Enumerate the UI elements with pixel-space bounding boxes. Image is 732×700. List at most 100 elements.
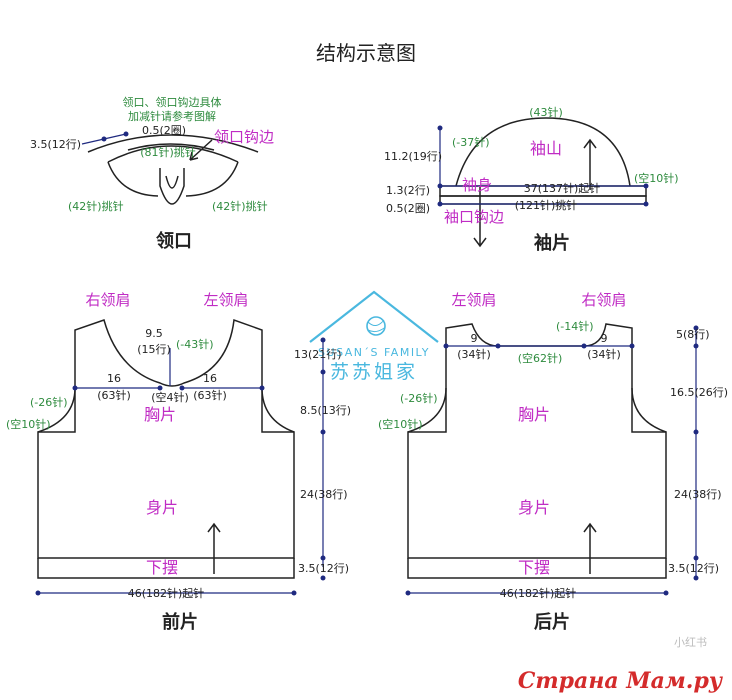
- front-hem-band: [37, 558, 295, 579]
- dim-dot: [320, 555, 326, 561]
- sleeve-diagram: (43针) (-37针) 11.2(19行) 袖山 1.3(2行) 袖身 37(…: [384, 105, 679, 254]
- dim-dot: [405, 590, 411, 596]
- sleeve-body-label: 袖身: [462, 176, 492, 194]
- middle-body-rows: 24(38行): [300, 488, 348, 501]
- right-chest-rows: 16.5(26行): [670, 386, 728, 399]
- watermark-brand-en: SUSAN´S FAMILY: [318, 346, 430, 359]
- dim-dot: [693, 429, 699, 435]
- sleeve-cap-label: 袖山: [530, 139, 562, 158]
- collar-side-curves: [107, 161, 239, 197]
- dim-dot: [179, 385, 185, 391]
- collar-keyhole: [159, 168, 185, 205]
- site-watermark: Страна Мам.ру: [518, 668, 724, 694]
- collar-diagram: 领口、领口钩边具体 加减针请参考图解 3.5(12行) 0.5(2圈) 领口钩边…: [30, 95, 274, 252]
- dim-dot: [437, 183, 443, 189]
- sleeve-pickup: (121针)挑针: [515, 198, 578, 212]
- right-hem-rows: 3.5(12行): [668, 562, 719, 575]
- front-shoulder-right-sts: (63针): [193, 388, 227, 402]
- collar-caption: 领口: [156, 230, 192, 252]
- dim-dot: [101, 136, 107, 142]
- back-body-label: 身片: [518, 498, 550, 517]
- front-center-gap: (空4针): [151, 390, 189, 404]
- collar-dim-rounds: 0.5(2圈): [142, 124, 186, 137]
- front-body-label: 身片: [146, 498, 178, 517]
- back-width: 46(182针)起针: [500, 586, 577, 600]
- front-width: 46(182针)起针: [128, 586, 205, 600]
- back-caption: 后片: [534, 611, 570, 633]
- collar-inner-curve: [127, 143, 215, 151]
- sleeve-caption: 袖片: [534, 232, 570, 254]
- back-neck-side-left: 9: [471, 332, 478, 345]
- front-neck-rows: (15行): [137, 343, 171, 356]
- front-armhole-dec: (-26针): [30, 395, 68, 409]
- collar-note-2: 加减针请参考图解: [128, 109, 216, 123]
- dim-dot: [437, 201, 443, 207]
- collar-side-left: (42针)挑针: [68, 199, 124, 213]
- front-caption: 前片: [162, 611, 198, 633]
- back-neck-side-left-sts: (34针): [457, 347, 491, 361]
- front-neck-depth: 9.5: [145, 327, 163, 340]
- back-hem-band: [407, 558, 667, 579]
- dim-dot: [629, 343, 635, 349]
- back-armhole-gap: (空10针): [378, 417, 423, 431]
- back-chest-label: 胸片: [518, 405, 550, 424]
- front-left-shoulder: 左领肩: [203, 291, 248, 309]
- back-piece-diagram: 左领肩 右领肩 (-14针) 9 (34针) (空62针) 9 (34针) 胸片…: [378, 291, 669, 633]
- dim-dot: [663, 590, 669, 596]
- front-piece-diagram: 右领肩 左领肩 9.5 (15行) (-43针) 16 (63针) 16 (63…: [6, 291, 297, 633]
- sleeve-cap-top: (43针): [529, 105, 563, 119]
- sleeve-edge-rounds: 0.5(2圈): [386, 202, 430, 215]
- sleeve-gap: (空10针): [634, 171, 679, 185]
- collar-pickup-label: (81针)挑针: [140, 145, 196, 159]
- front-shoulder-right: 16: [203, 372, 217, 385]
- middle-dimensions: 13(21行) 8.5(13行) 24(38行) 3.5(12行): [294, 337, 351, 581]
- back-armhole-curves: [407, 387, 667, 433]
- dim-dot: [35, 590, 41, 596]
- back-right-shoulder: 右领肩: [581, 291, 626, 309]
- dim-dot: [259, 385, 265, 391]
- front-arrow: [207, 522, 221, 574]
- back-left-shoulder: 左领肩: [451, 291, 496, 309]
- dim-dot: [581, 343, 587, 349]
- right-neck-rows: 5(8行): [676, 328, 710, 341]
- sleeve-cap-arrow: [583, 138, 597, 190]
- dim-dot: [123, 131, 129, 137]
- dim-dot: [72, 385, 78, 391]
- sleeve-edge-label: 袖口钩边: [444, 208, 504, 226]
- middle-neck-rows: 13(21行): [294, 348, 342, 361]
- front-outline: [37, 318, 295, 559]
- dim-dot: [443, 343, 449, 349]
- dim-dot: [291, 590, 297, 596]
- dim-dot: [643, 201, 649, 207]
- dim-dot: [437, 125, 443, 131]
- back-neck-dec: (-14针): [556, 319, 594, 333]
- collar-edge-arrow: [189, 139, 213, 161]
- brand-watermark: SUSAN´S FAMILY 苏苏姐家: [309, 290, 439, 383]
- front-right-shoulder: 右领肩: [85, 291, 130, 309]
- sleeve-cap-height: 11.2(19行): [384, 150, 442, 163]
- sleeve-edge-arrow: [473, 186, 487, 248]
- front-chest-label: 胸片: [144, 405, 176, 424]
- dim-dot: [495, 343, 501, 349]
- right-dimensions: 5(8行) 16.5(26行) 24(38行) 3.5(12行): [668, 325, 728, 581]
- front-shoulder-left-sts: (63针): [97, 388, 131, 402]
- front-armhole-curves: [37, 387, 295, 433]
- front-neck-dec: (-43针): [176, 337, 214, 351]
- dim-dot: [693, 555, 699, 561]
- collar-keyhole-inner: [165, 175, 179, 189]
- yarn-ball-lines: [367, 319, 385, 333]
- watermark-roof: [309, 290, 439, 343]
- dim-dot: [157, 385, 163, 391]
- dim-dot: [320, 369, 326, 375]
- sleeve-body-rows: 1.3(2行): [386, 184, 430, 197]
- collar-edging-label: 领口钩边: [214, 128, 274, 146]
- platform-stamp: 小红书: [674, 636, 707, 649]
- back-neck-side-right-sts: (34针): [587, 347, 621, 361]
- yarn-ball-icon: [366, 316, 386, 336]
- collar-edge-curve: [107, 145, 239, 163]
- front-armhole-gap: (空10针): [6, 417, 51, 431]
- dim-dot: [320, 337, 326, 343]
- collar-outer-curve: [87, 134, 259, 153]
- sleeve-cap-curve: [455, 117, 631, 187]
